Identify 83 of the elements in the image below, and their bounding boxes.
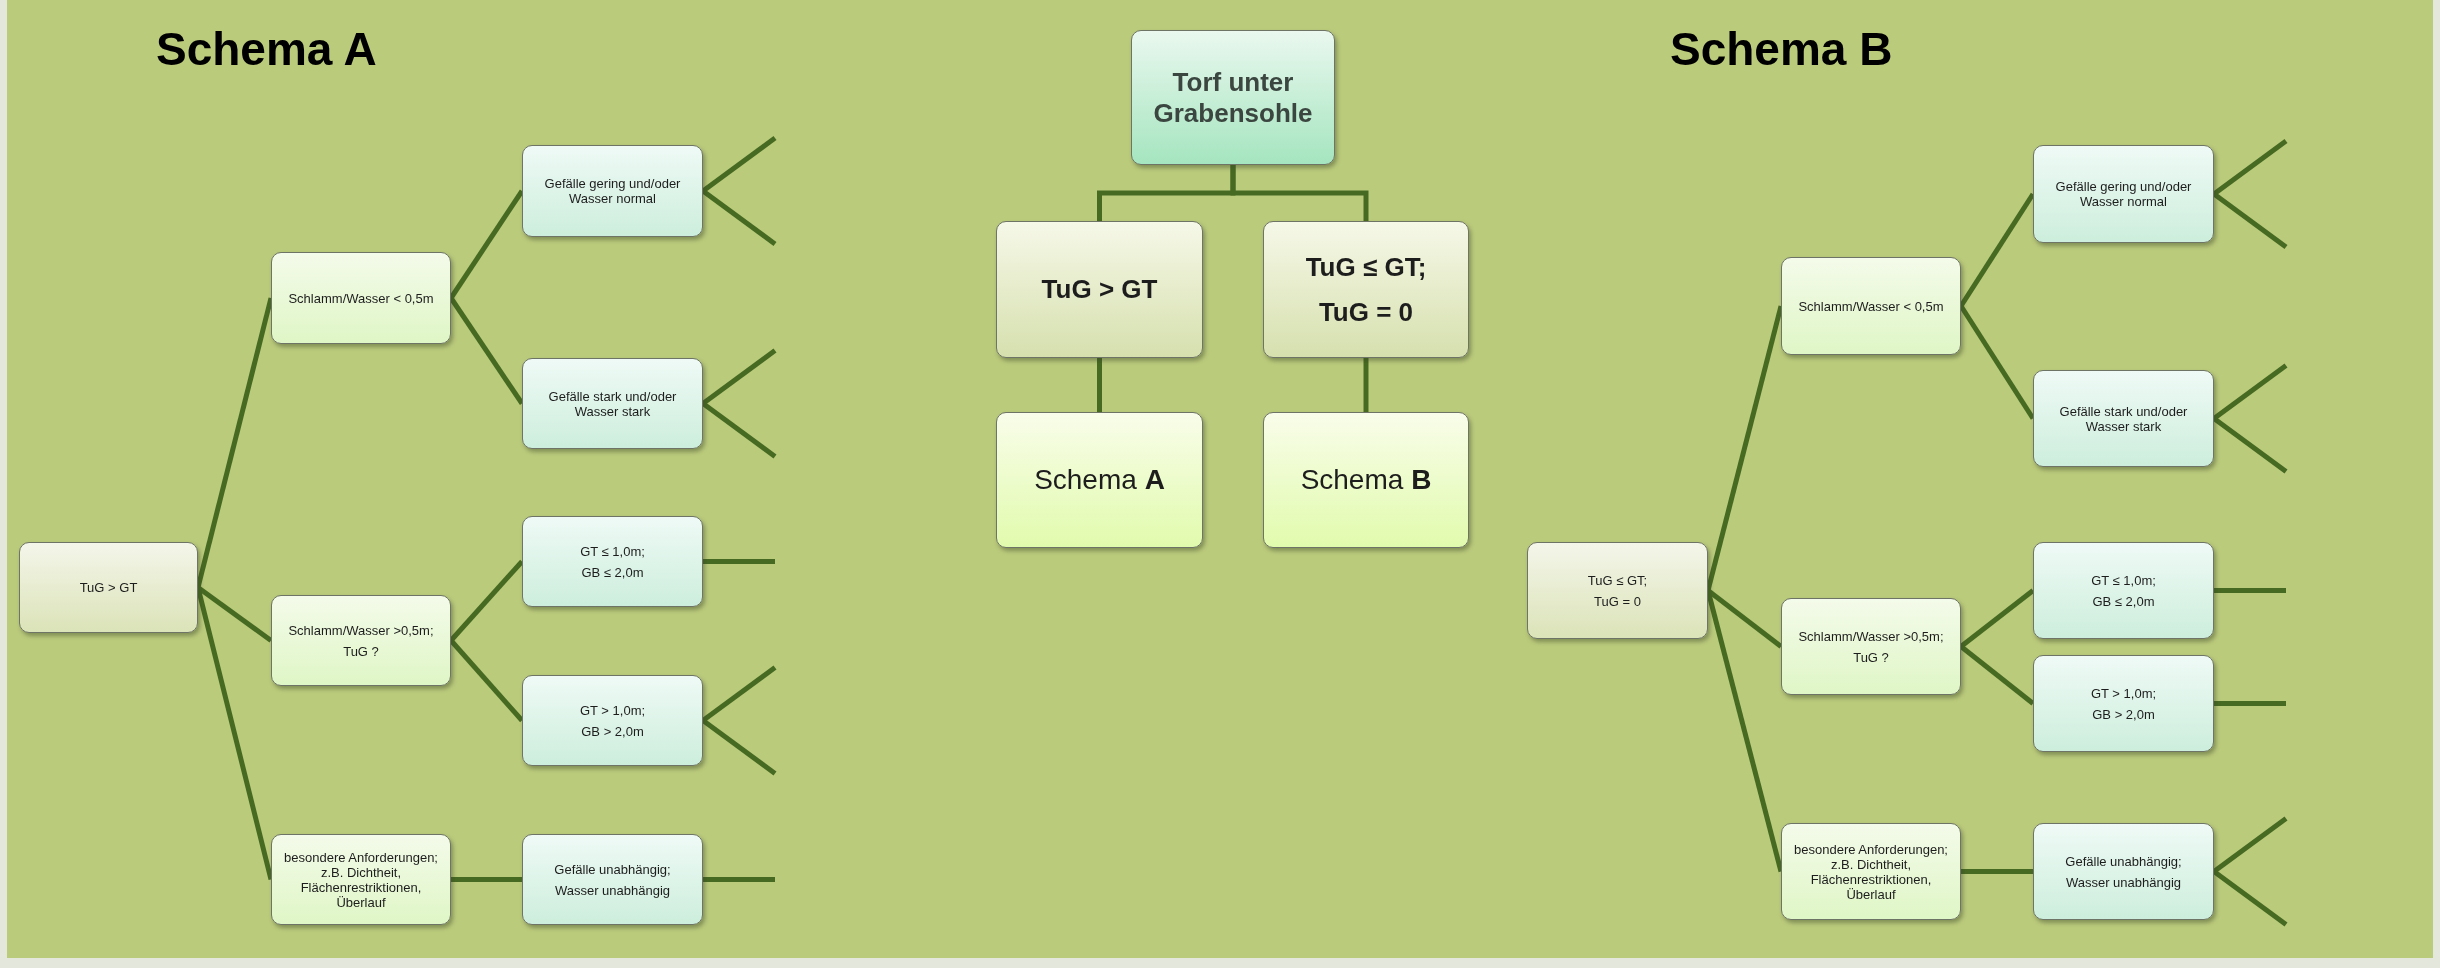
node-text: Gefälle gering und/oder Wasser normal <box>543 176 682 206</box>
condition-box <box>1781 598 1961 695</box>
branch-line <box>701 189 777 246</box>
branch-line <box>701 718 777 776</box>
node-text: besondere Anforderungen; z.B. Dichtheit, Flächenrestriktionen, Überlauf <box>1793 841 1949 902</box>
node-text: TuG ? <box>343 643 379 659</box>
node-text: TuG ≤ GT; <box>1305 251 1427 283</box>
node-text: GB > 2,0m <box>2092 706 2155 722</box>
outcome-box <box>522 358 703 449</box>
node-text: TuG > GT <box>79 580 138 595</box>
node-text: Schlamm/Wasser >0,5m; <box>288 622 434 638</box>
branch-line <box>701 401 777 459</box>
condition-box <box>271 834 451 925</box>
branch-line <box>2212 869 2288 927</box>
branch-line <box>2212 416 2288 474</box>
condition-box <box>271 252 451 344</box>
condition-box <box>1263 221 1469 358</box>
section-heading: Schema A <box>156 22 377 76</box>
outcome-box <box>522 834 703 925</box>
node-text: Gefälle stark und/oder Wasser stark <box>547 388 678 419</box>
node-text: Schema A <box>1034 464 1165 496</box>
outcome-box <box>2033 145 2214 243</box>
outcome-box <box>522 145 703 237</box>
scheme-box <box>1263 412 1469 548</box>
branch-line <box>2214 701 2286 706</box>
condition-box <box>1527 542 1708 639</box>
condition-box <box>19 542 198 633</box>
node-text: Gefälle unabhängig; <box>554 861 671 877</box>
condition-box <box>271 595 451 686</box>
condition-box <box>1781 823 1961 920</box>
node-text: Schlamm/Wasser < 0,5m <box>288 290 434 306</box>
node-text: besondere Anforderungen; z.B. Dichtheit, Flächenrestriktionen, Überlauf <box>283 849 439 910</box>
branch-line <box>701 348 777 406</box>
root-box <box>1131 30 1335 165</box>
node-text: GB ≤ 2,0m <box>581 564 644 580</box>
node-text: Gefälle stark und/oder Wasser stark <box>2058 403 2189 434</box>
node-text: Schlamm/Wasser >0,5m; <box>1798 628 1944 644</box>
node-text: GT ≤ 1,0m; <box>2091 572 2156 588</box>
condition-box <box>996 221 1203 358</box>
node-text: Schema B <box>1300 464 1432 496</box>
connector-line <box>449 559 524 643</box>
branch-line <box>2214 588 2286 593</box>
outcome-box <box>522 516 703 607</box>
scheme-box <box>996 412 1203 548</box>
outcome-box <box>2033 542 2214 639</box>
branch-line <box>701 665 777 723</box>
connector-line <box>1230 165 1369 221</box>
connector-line <box>449 638 524 723</box>
node-text: GT > 1,0m; <box>2090 685 2157 701</box>
connector-line <box>1959 588 2035 649</box>
node-text: Gefälle gering und/oder Wasser normal <box>2054 179 2193 209</box>
connector-line <box>1097 358 1102 412</box>
outcome-box <box>522 675 703 766</box>
node-text: Schlamm/Wasser < 0,5m <box>1798 298 1944 314</box>
branch-line <box>2212 816 2288 874</box>
branch-line <box>703 877 775 882</box>
connector-line <box>1959 644 2035 706</box>
connector-line <box>451 877 522 882</box>
node-text: TuG = 0 <box>1594 593 1641 609</box>
node-text: TuG = 0 <box>1318 296 1414 328</box>
branch-line <box>2212 139 2288 196</box>
node-text: Wasser unabhängig <box>554 882 671 898</box>
outcome-box <box>2033 370 2214 467</box>
branch-line <box>2212 363 2288 421</box>
branch-line <box>701 136 777 193</box>
section-heading: Schema B <box>1670 22 1893 76</box>
node-text: Torf unter Grabensohle <box>1152 66 1314 129</box>
condition-box <box>1781 257 1961 355</box>
node-text: GB ≤ 2,0m <box>2092 593 2155 609</box>
node-text: Wasser unabhängig <box>2065 874 2182 890</box>
node-text: TuG > GT <box>1041 274 1158 305</box>
node-text: GB > 2,0m <box>581 723 644 739</box>
outcome-box <box>2033 655 2214 752</box>
outcome-box <box>2033 823 2214 920</box>
connector-line <box>1363 358 1369 412</box>
branch-line <box>703 559 775 564</box>
node-text: TuG ? <box>1853 649 1889 665</box>
connector-line <box>1961 869 2033 874</box>
node-text: GT ≤ 1,0m; <box>580 543 645 559</box>
node-text: Gefälle unabhängig; <box>2065 853 2182 869</box>
node-text: GT > 1,0m; <box>579 702 646 718</box>
branch-line <box>2212 192 2288 249</box>
node-text: TuG ≤ GT; <box>1587 572 1648 588</box>
